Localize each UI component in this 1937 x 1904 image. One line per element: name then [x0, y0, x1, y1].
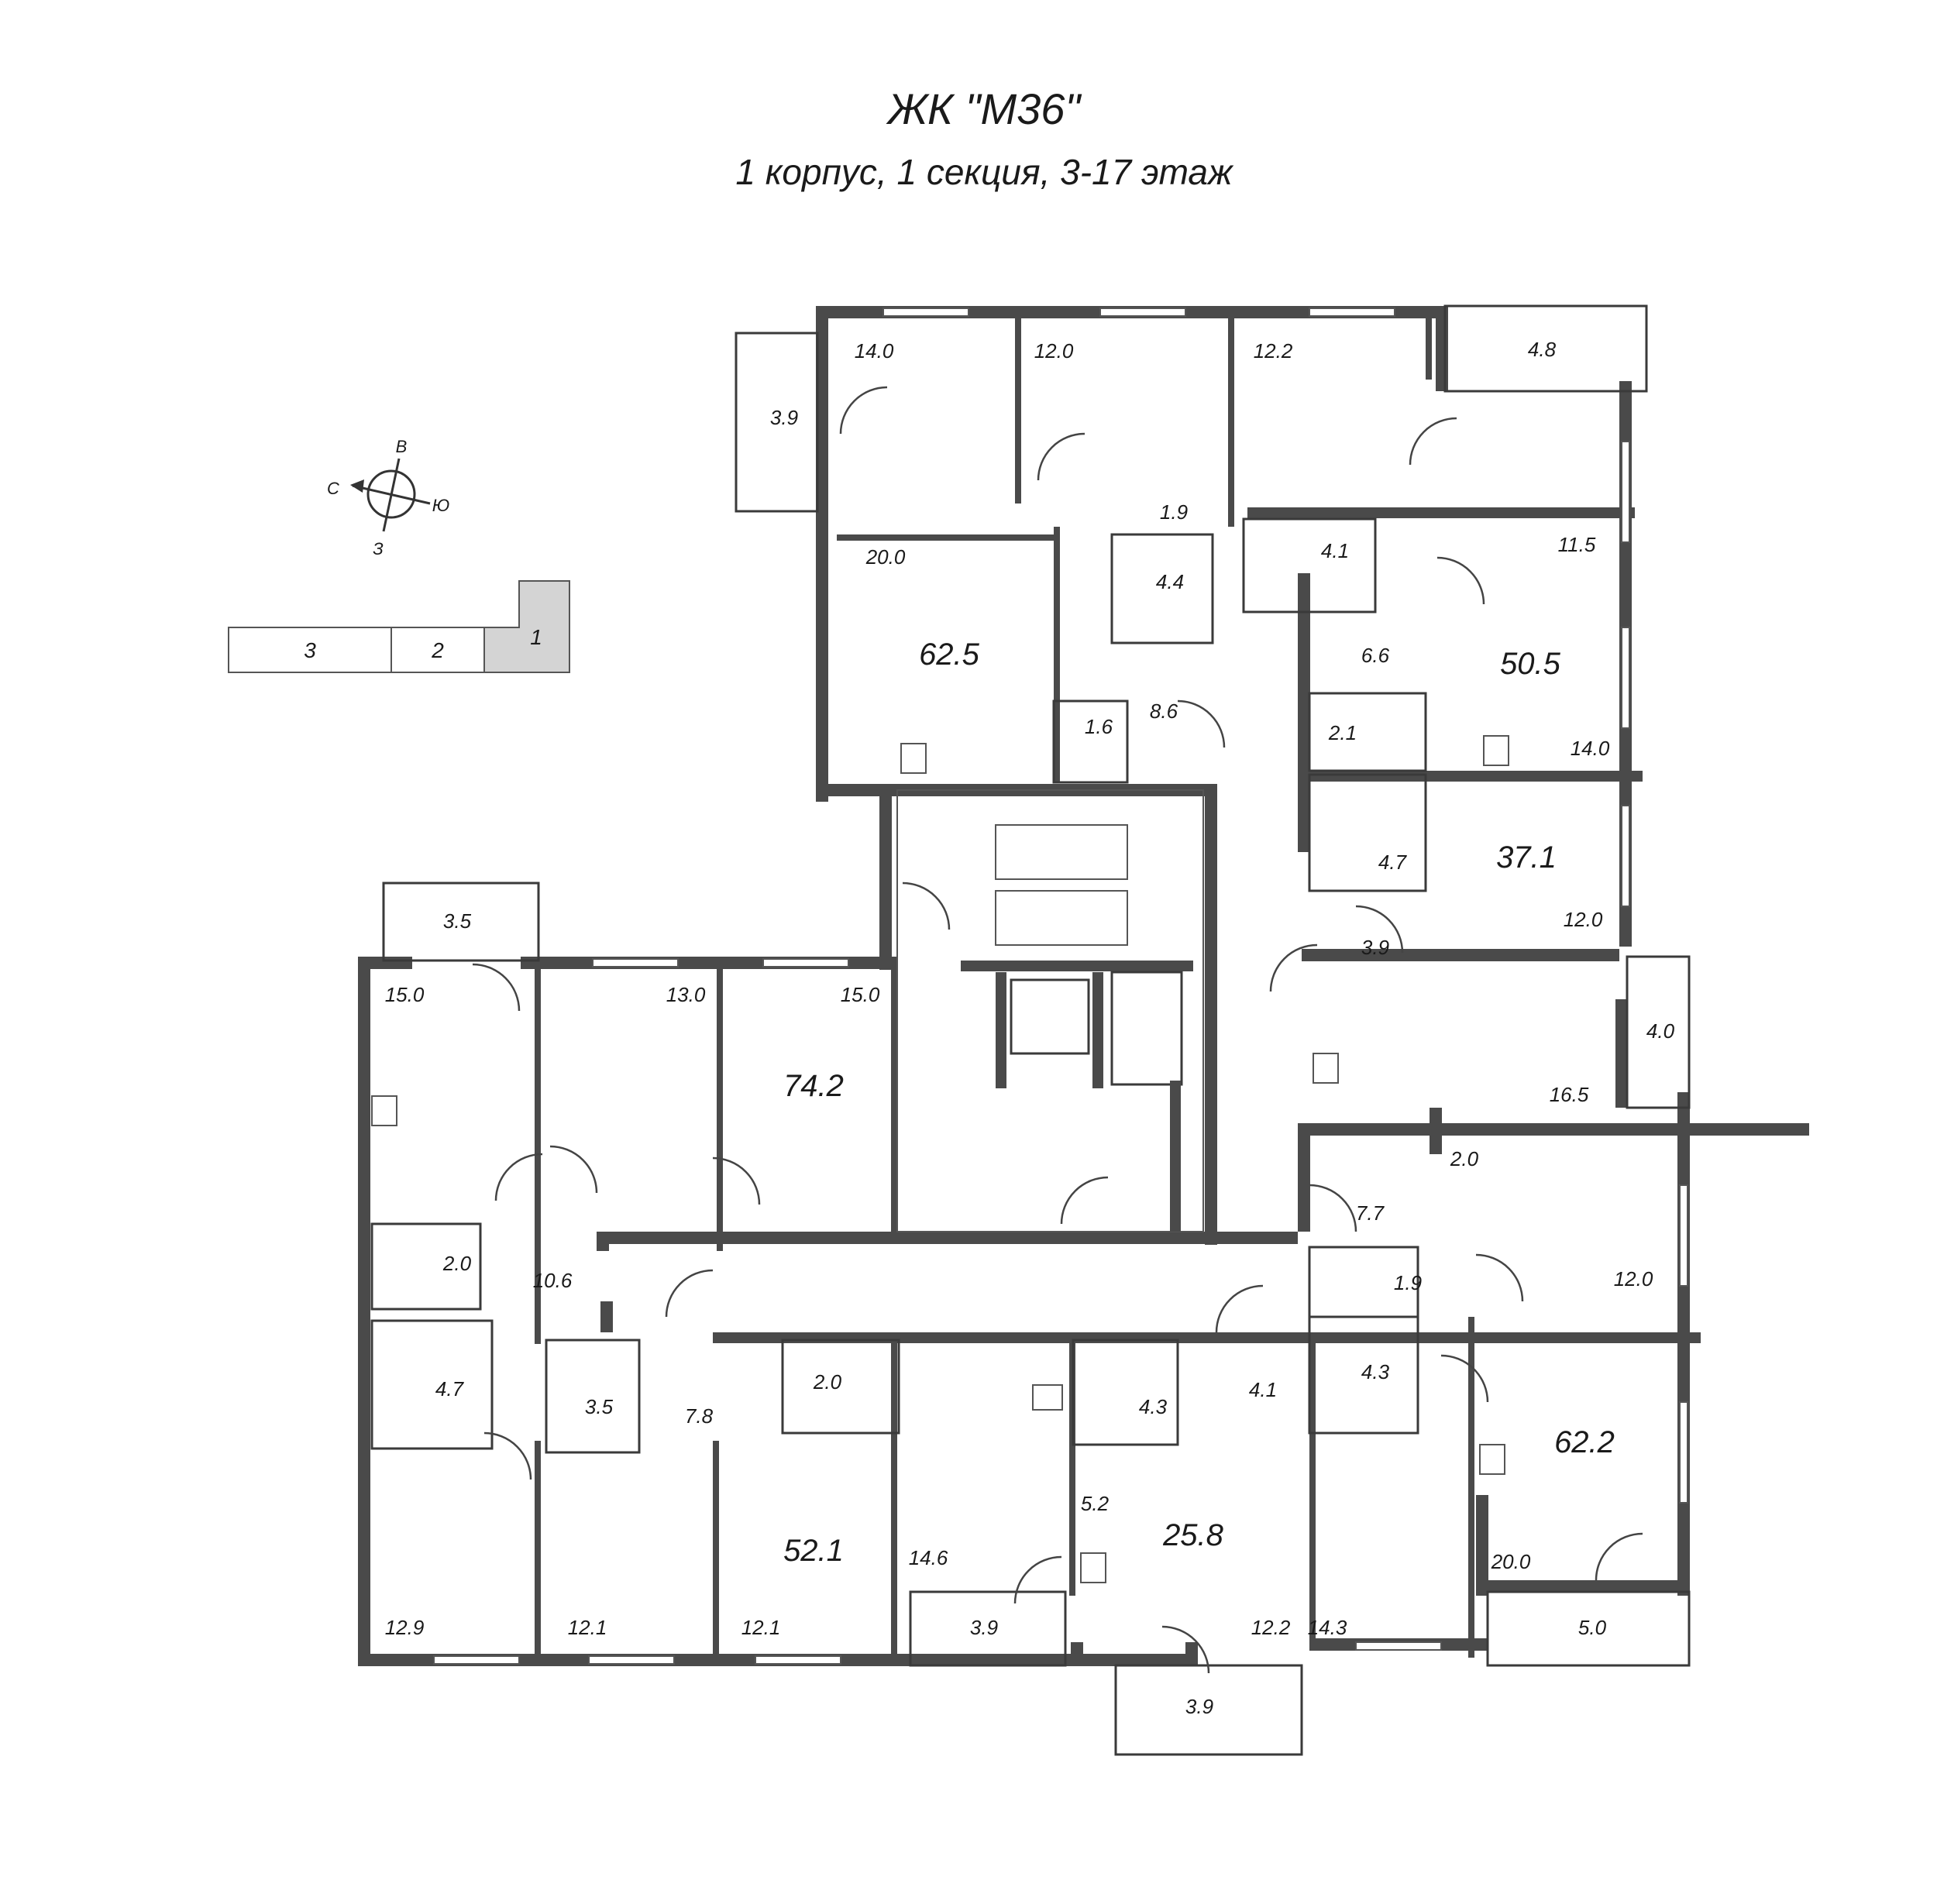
section-key-label: 1 — [530, 625, 542, 649]
compass-east-label: В — [396, 437, 408, 456]
stove-icon — [371, 735, 1509, 1583]
room-area: 2.0 — [442, 1252, 472, 1275]
room-area: 12.0 — [1564, 908, 1603, 931]
room-area: 1.6 — [1085, 715, 1113, 738]
room-area: 12.2 — [1251, 1616, 1291, 1639]
room-area: 5.0 — [1578, 1616, 1607, 1639]
section-key-label: 2 — [431, 638, 444, 662]
room-area: 2.1 — [1328, 721, 1357, 744]
room-area: 1.9 — [1394, 1271, 1422, 1294]
windows — [433, 308, 1688, 1665]
room-area: 1.9 — [1160, 500, 1188, 524]
compass-west-label: З — [373, 539, 384, 558]
room-area: 3.9 — [1185, 1695, 1213, 1718]
room-area: 4.3 — [1139, 1395, 1168, 1418]
doors — [472, 386, 1643, 1674]
room-area: 3.5 — [585, 1395, 614, 1418]
room-area: 4.1 — [1249, 1378, 1277, 1401]
apartment-total-area: 62.2 — [1554, 1425, 1615, 1459]
apartment-total-area: 50.5 — [1500, 647, 1561, 681]
apartment-total-area: 62.5 — [919, 638, 980, 672]
room-area: 2.0 — [813, 1370, 842, 1394]
room-area: 15.0 — [841, 983, 880, 1006]
room-area: 4.0 — [1646, 1019, 1675, 1043]
apartment-total-area: 74.2 — [783, 1069, 844, 1103]
room-area: 20.0 — [865, 545, 906, 569]
compass-icon: В С Ю З — [327, 437, 449, 558]
section-key: 3 2 1 — [228, 580, 570, 673]
compass-south-label: Ю — [432, 496, 450, 515]
room-area: 12.0 — [1614, 1267, 1653, 1291]
room-area: 11.5 — [1558, 533, 1596, 556]
room-area: 12.2 — [1254, 339, 1293, 363]
apartment-total-area: 52.1 — [783, 1534, 844, 1568]
room-area: 7.8 — [685, 1404, 714, 1428]
compass-north-label: С — [327, 479, 339, 498]
apartment-total-area: 37.1 — [1496, 840, 1557, 875]
room-areas: 14.0 12.0 20.0 3.9 1.9 4.4 1.6 8.6 12.2 … — [385, 338, 1675, 1718]
section-key-label: 3 — [304, 638, 316, 662]
room-area: 12.9 — [385, 1616, 425, 1639]
room-area: 3.5 — [443, 909, 472, 933]
apartment-totals: 62.5 50.5 37.1 74.2 52.1 25.8 62.2 — [783, 638, 1615, 1568]
section-1-cell — [483, 580, 570, 673]
room-area: 4.7 — [435, 1377, 465, 1401]
section-3-cell — [228, 627, 392, 673]
room-area: 3.9 — [1361, 936, 1389, 959]
room-area: 14.3 — [1308, 1616, 1347, 1639]
balconies — [382, 304, 1691, 1756]
room-area: 2.0 — [1450, 1147, 1479, 1170]
room-area: 7.7 — [1356, 1201, 1385, 1225]
room-area: 20.0 — [1491, 1550, 1531, 1573]
room-area: 4.1 — [1321, 539, 1349, 562]
room-area: 4.7 — [1378, 851, 1408, 874]
room-area: 3.9 — [770, 406, 798, 429]
room-area: 14.0 — [855, 339, 894, 363]
room-area: 14.0 — [1571, 737, 1610, 760]
room-area: 12.1 — [741, 1616, 781, 1639]
room-area: 4.3 — [1361, 1360, 1390, 1383]
room-area: 12.1 — [568, 1616, 607, 1639]
room-area: 4.8 — [1528, 338, 1557, 361]
room-area: 12.0 — [1034, 339, 1074, 363]
room-area: 16.5 — [1550, 1083, 1589, 1106]
room-area: 13.0 — [666, 983, 706, 1006]
page-subtitle: 1 корпус, 1 секция, 3-17 этаж — [735, 152, 1234, 192]
apartment-total-area: 25.8 — [1162, 1518, 1224, 1552]
room-area: 10.6 — [533, 1269, 573, 1292]
room-area: 5.2 — [1081, 1492, 1110, 1515]
room-area: 14.6 — [909, 1546, 948, 1569]
room-area: 4.4 — [1156, 570, 1184, 593]
room-area: 15.0 — [385, 983, 425, 1006]
room-area: 8.6 — [1150, 699, 1178, 723]
room-area: 3.9 — [970, 1616, 998, 1639]
building-walls — [358, 306, 1809, 1666]
room-area: 6.6 — [1361, 644, 1390, 667]
page-title: ЖК "М36" — [886, 84, 1082, 133]
